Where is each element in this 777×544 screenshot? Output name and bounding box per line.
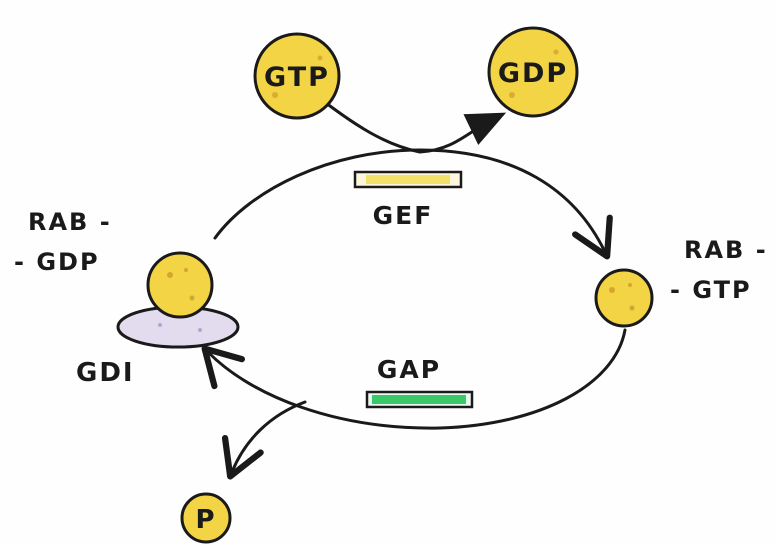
activation-arc: [213, 148, 613, 260]
phosphate-label: P: [195, 505, 216, 535]
rab-gdp-complex: [116, 251, 240, 349]
rab-gdp-label: RAB - - GDP: [14, 208, 112, 276]
phosphate-release-arrow: [221, 400, 307, 480]
rab-gtp-label-line1: RAB -: [684, 236, 768, 264]
rab-gdp-ball: [146, 251, 214, 319]
gap-label: GAP: [377, 355, 441, 384]
gdp-ball: GDP: [487, 26, 579, 118]
rab-gtp-label: RAB - - GTP: [670, 236, 768, 304]
gef-label: GEF: [373, 201, 434, 230]
rab-gtp-label-line2: - GTP: [670, 276, 752, 304]
gtp-to-gdp-arrow: [320, 98, 507, 154]
gap-enzyme: GAP: [365, 355, 474, 409]
rab-gdp-label-line1: RAB -: [28, 208, 112, 236]
gef-enzyme: GEF: [353, 170, 463, 230]
phosphate-ball: P: [180, 492, 232, 544]
gtp-ball: GTP: [253, 32, 341, 120]
gdi-label: GDI: [76, 358, 135, 388]
gdp-ball-label: GDP: [498, 58, 568, 89]
hydrolysis-arc: [201, 328, 627, 430]
rab-gdp-label-line2: - GDP: [14, 248, 100, 276]
rab-gtp-ball: [594, 268, 654, 328]
gtp-ball-label: GTP: [264, 62, 330, 93]
